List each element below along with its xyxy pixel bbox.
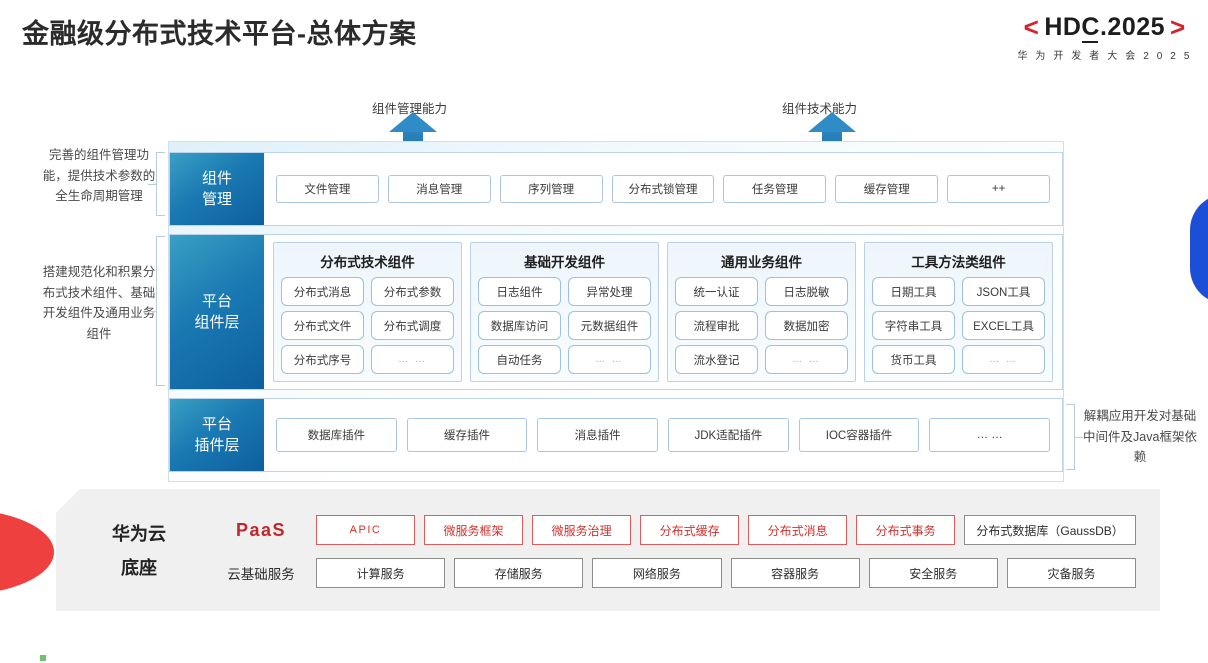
cell-distributed-file[interactable]: 分布式文件 (281, 311, 364, 340)
group-utility-components: 工具方法类组件 日期工具 JSON工具 字符串工具 EXCEL工具 货币工具 …… (864, 242, 1053, 382)
cell-data-encryption[interactable]: 数据加密 (765, 311, 848, 340)
chip-more-plugin[interactable]: … … (929, 418, 1051, 452)
chip-message-plugin[interactable]: 消息插件 (537, 418, 659, 452)
group-basic-dev-components: 基础开发组件 日志组件 异常处理 数据库访问 元数据组件 自动任务 … … (470, 242, 659, 382)
cell-database-access[interactable]: 数据库访问 (478, 311, 561, 340)
paas-row-label: PaaS (235, 519, 287, 540)
chip-sequence-management[interactable]: 序列管理 (499, 175, 603, 203)
cell-string-util[interactable]: 字符串工具 (872, 311, 955, 340)
cell-excel-util[interactable]: EXCEL工具 (962, 311, 1045, 340)
cloud-item-disaster-recovery[interactable]: 灾备服务 (1006, 558, 1137, 588)
cell-log-masking[interactable]: 日志脱敏 (765, 277, 848, 306)
decorative-red-wedge (0, 509, 54, 595)
paas-item-distributed-cache[interactable]: 分布式缓存 (640, 515, 740, 545)
cell-date-util[interactable]: 日期工具 (872, 277, 955, 306)
cell-metadata-component[interactable]: 元数据组件 (568, 311, 651, 340)
cell-more-4[interactable]: … … (962, 345, 1045, 374)
band-label-platform-plugin-layer: 平台 插件层 (170, 399, 264, 471)
cell-distributed-sequence[interactable]: 分布式序号 (281, 345, 364, 374)
band-items-platform-plugin-layer: 数据库插件 缓存插件 消息插件 JDK适配插件 IOC容器插件 … … (264, 399, 1062, 471)
chip-cache-management[interactable]: 缓存管理 (835, 175, 939, 203)
cloud-item-security[interactable]: 安全服务 (868, 558, 998, 588)
cloud-item-compute[interactable]: 计算服务 (316, 558, 446, 588)
band-groups-platform-component-layer: 分布式技术组件 分布式消息 分布式参数 分布式文件 分布式调度 分布式序号 … … (264, 235, 1062, 389)
chip-file-management[interactable]: 文件管理 (276, 175, 379, 203)
platform-stack: 组件 管理 文件管理 消息管理 序列管理 分布式锁管理 任务管理 缓存管理 ++… (168, 141, 1064, 482)
chip-ioc-container-plugin[interactable]: IOC容器插件 (798, 418, 920, 452)
cell-unified-auth[interactable]: 统一认证 (675, 277, 758, 306)
paas-row: PaaS APIC 微服务框架 微服务治理 分布式缓存 分布式消息 分布式事务 … (206, 513, 1136, 547)
cell-more-3[interactable]: … … (765, 345, 848, 374)
cell-process-approval[interactable]: 流程审批 (675, 311, 758, 340)
side-note-right: 解耦应用开发对基础中间件及Java框架依赖 (1083, 409, 1197, 465)
huawei-cloud-foundation-title: 华为云 底座 (112, 524, 166, 579)
chip-task-management[interactable]: 任务管理 (723, 175, 827, 203)
group-title-general-business: 通用业务组件 (721, 255, 802, 270)
paas-item-microservice-framework[interactable]: 微服务框架 (424, 515, 524, 545)
cell-currency-util[interactable]: 货币工具 (872, 345, 955, 374)
chip-distributed-lock-management[interactable]: 分布式锁管理 (611, 175, 715, 203)
cell-exception-handling[interactable]: 异常处理 (568, 277, 651, 306)
cloud-item-container[interactable]: 容器服务 (730, 558, 860, 588)
cloud-item-storage[interactable]: 存储服务 (454, 558, 584, 588)
bracket-left-2 (148, 236, 165, 386)
group-title-distributed-tech: 分布式技术组件 (320, 255, 415, 270)
decorative-blue-arc (1190, 194, 1208, 304)
group-general-business-components: 通用业务组件 统一认证 日志脱敏 流程审批 数据加密 流水登记 … … (667, 242, 856, 382)
cell-auto-task[interactable]: 自动任务 (478, 345, 561, 374)
paas-item-distributed-message[interactable]: 分布式消息 (748, 515, 848, 545)
band-label-platform-component-layer: 平台 组件层 (170, 235, 264, 389)
bracket-right-1 (1066, 404, 1083, 470)
cell-transaction-record[interactable]: 流水登记 (675, 345, 758, 374)
hdc-logo: < HDC.2025 > 华 为 开 发 者 大 会 2 0 2 5 (1017, 14, 1192, 62)
band-component-management: 组件 管理 文件管理 消息管理 序列管理 分布式锁管理 任务管理 缓存管理 ++ (169, 152, 1063, 226)
logo-left-bracket-icon: < (1023, 12, 1040, 42)
cell-more-1[interactable]: … … (371, 345, 454, 374)
cell-log-component[interactable]: 日志组件 (478, 277, 561, 306)
chip-cache-plugin[interactable]: 缓存插件 (406, 418, 528, 452)
band-platform-plugin-layer: 平台 插件层 数据库插件 缓存插件 消息插件 JDK适配插件 IOC容器插件 …… (169, 398, 1063, 472)
chip-database-plugin[interactable]: 数据库插件 (276, 418, 397, 452)
chip-jdk-adapter-plugin[interactable]: JDK适配插件 (668, 418, 789, 452)
bracket-left-1 (148, 152, 165, 216)
cloud-base-row-label: 云基础服务 (227, 567, 295, 582)
cell-more-2[interactable]: … … (568, 345, 651, 374)
logo-right-bracket-icon: > (1170, 12, 1186, 42)
paas-item-microservice-governance[interactable]: 微服务治理 (532, 515, 632, 545)
decorative-green-dot (40, 655, 46, 661)
cell-distributed-parameter[interactable]: 分布式参数 (371, 277, 454, 306)
band-items-component-management: 文件管理 消息管理 序列管理 分布式锁管理 任务管理 缓存管理 ++ (264, 153, 1062, 225)
band-label-component-management: 组件 管理 (170, 153, 264, 225)
side-note-left-1: 完善的组件管理功能，提供技术参数的全生命周期管理 (42, 148, 156, 204)
paas-item-apic[interactable]: APIC (316, 515, 416, 545)
paas-item-distributed-database[interactable]: 分布式数据库（GaussDB） (964, 515, 1136, 545)
group-title-basic-dev: 基础开发组件 (524, 255, 605, 270)
side-note-left-2: 搭建规范化和积累分布式技术组件、基础开发组件及通用业务组件 (42, 265, 156, 341)
page-title: 金融级分布式技术平台-总体方案 (22, 19, 417, 49)
huawei-cloud-foundation-panel: 华为云 底座 PaaS APIC 微服务框架 微服务治理 分布式缓存 分布式消息… (56, 489, 1160, 611)
group-distributed-tech-components: 分布式技术组件 分布式消息 分布式参数 分布式文件 分布式调度 分布式序号 … … (273, 242, 462, 382)
cloud-base-row: 云基础服务 计算服务 存储服务 网络服务 容器服务 安全服务 灾备服务 (206, 556, 1137, 590)
paas-item-distributed-transaction[interactable]: 分布式事务 (856, 515, 956, 545)
logo-text: HDC.2025 (1044, 12, 1166, 41)
group-title-utility: 工具方法类组件 (911, 255, 1006, 270)
cell-json-util[interactable]: JSON工具 (962, 277, 1045, 306)
cloud-item-network[interactable]: 网络服务 (592, 558, 722, 588)
cell-distributed-message[interactable]: 分布式消息 (281, 277, 364, 306)
cell-distributed-schedule[interactable]: 分布式调度 (371, 311, 454, 340)
band-platform-component-layer: 平台 组件层 分布式技术组件 分布式消息 分布式参数 分布式文件 分布式调度 分… (169, 234, 1063, 390)
chip-message-management[interactable]: 消息管理 (387, 175, 491, 203)
logo-subtitle: 华 为 开 发 者 大 会 2 0 2 5 (1017, 51, 1192, 62)
chip-more[interactable]: ++ (947, 175, 1051, 203)
